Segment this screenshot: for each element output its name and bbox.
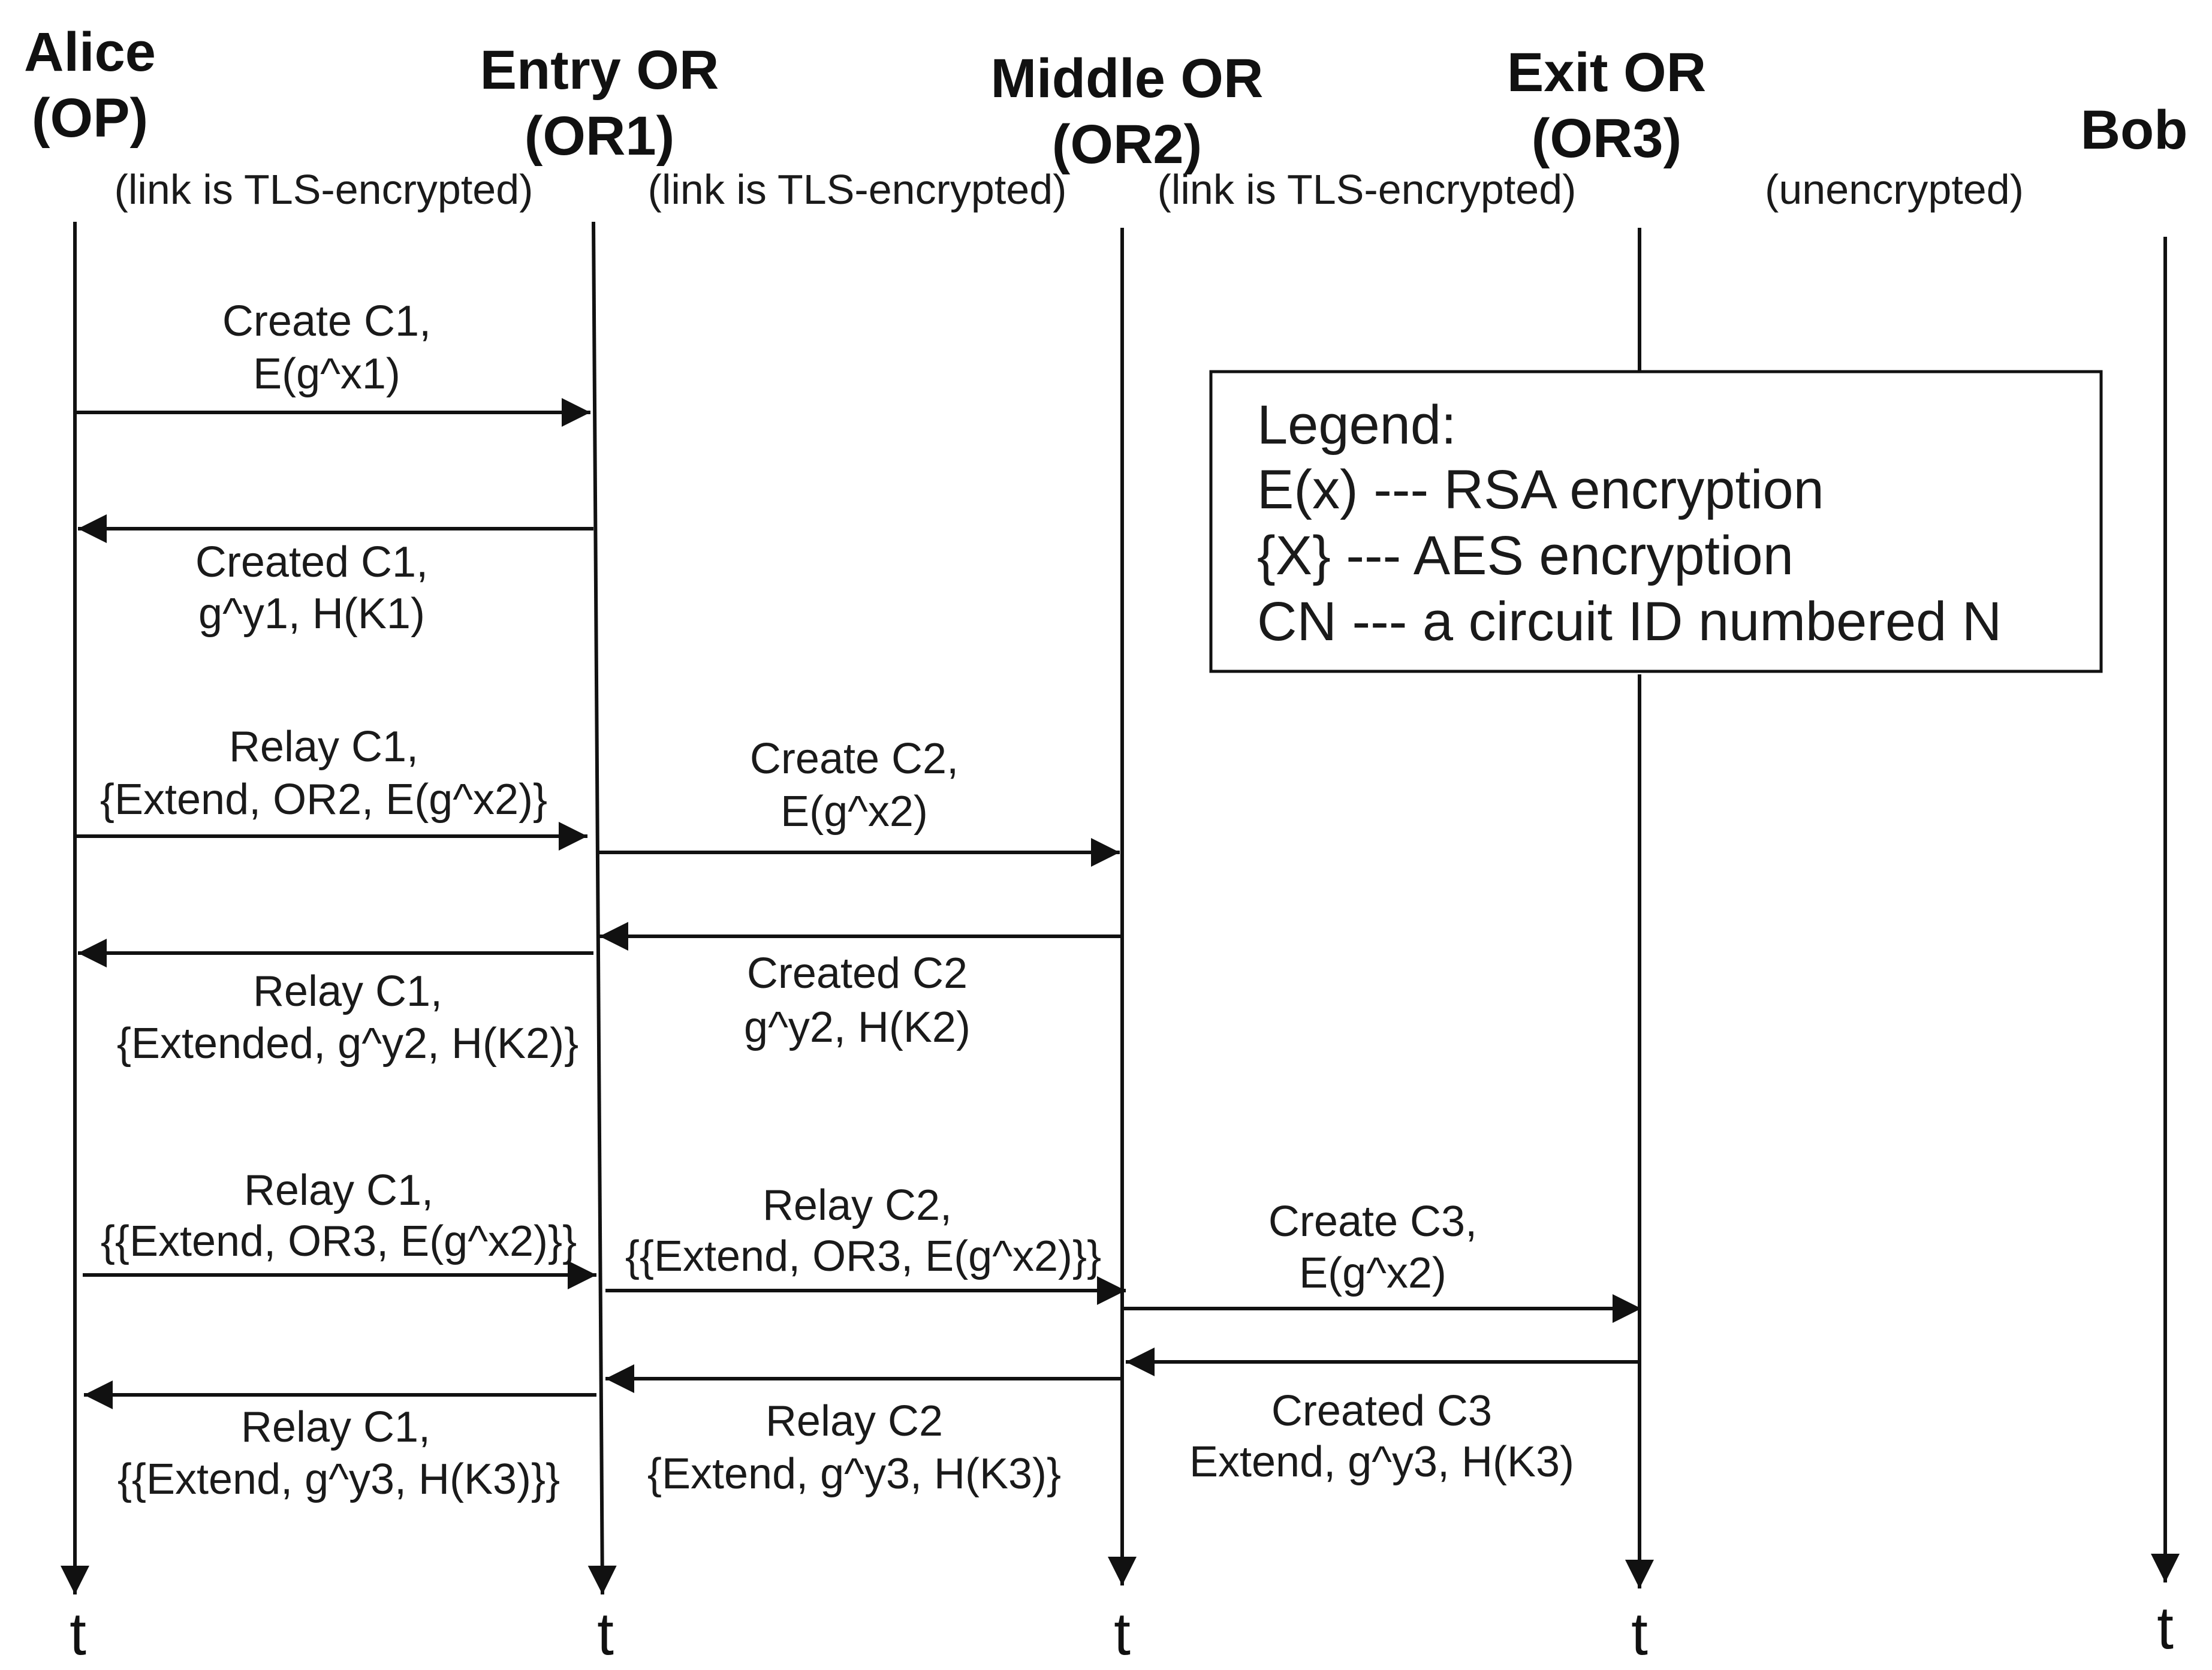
- participant-header-exit-or: Exit OR (OR3): [1507, 42, 1706, 169]
- message-label-line: Create C3,: [1268, 1198, 1477, 1246]
- participant-name-line: Exit OR: [1507, 42, 1706, 103]
- message-label-line: Create C1,: [222, 297, 431, 345]
- message-created-c1: Created C1, g^y1, H(K1): [78, 514, 593, 638]
- message-label-line: {{Extend, g^y3, H(K3)}}: [117, 1455, 560, 1503]
- time-label-exit-or: t: [1631, 1600, 1648, 1668]
- message-label-line: {{Extend, OR3, E(g^x2)}}: [625, 1232, 1101, 1280]
- message-label-line: Relay C1,: [241, 1403, 430, 1451]
- participant-name-line: (OP): [32, 88, 148, 149]
- link-note-alice-or1: (link is TLS-encrypted): [114, 166, 534, 213]
- message-label-line: Relay C1,: [229, 723, 418, 771]
- message-label-line: Relay C1,: [244, 1166, 433, 1214]
- time-label-alice: t: [70, 1600, 86, 1668]
- message-relay-c2-extend-or3: Relay C2, {{Extend, OR3, E(g^x2)}}: [605, 1181, 1126, 1305]
- message-created-c2: Created C2 g^y2, H(K2): [599, 922, 1122, 1051]
- time-label-middle-or: t: [1114, 1600, 1131, 1668]
- message-label-line: g^y2, H(K2): [744, 1003, 971, 1051]
- message-create-c3: Create C3, E(g^x2): [1124, 1198, 1641, 1323]
- link-note-or1-or2: (link is TLS-encrypted): [648, 166, 1067, 213]
- participant-name-line: (OR2): [1052, 114, 1202, 175]
- message-created-c3: Created C3 Extend, g^y3, H(K3): [1126, 1348, 1640, 1486]
- participant-name-line: Alice: [24, 22, 156, 83]
- legend-box: [1209, 370, 2103, 673]
- message-label-line: Relay C2: [766, 1397, 943, 1445]
- message-label-line: {Extend, g^y3, H(K3)}: [647, 1450, 1061, 1498]
- message-label-line: Created C1,: [195, 538, 428, 586]
- message-relay-c1-extended-final: Relay C1, {{Extend, g^y3, H(K3)}}: [84, 1380, 596, 1503]
- time-label-entry-or: t: [597, 1600, 614, 1668]
- message-label-line: Relay C1,: [253, 967, 442, 1015]
- participant-header-alice: Alice (OP): [24, 22, 156, 149]
- message-relay-c1-extend-or2: Relay C1, {Extend, OR2, E(g^x2)}: [75, 723, 587, 851]
- participant-header-middle-or: Middle OR (OR2): [991, 48, 1264, 175]
- message-create-c1: Create C1, E(g^x1): [75, 297, 590, 427]
- legend: Legend: E(x) --- RSA encryption {X} --- …: [1209, 370, 2103, 673]
- participant-header-entry-or: Entry OR (OR1): [480, 40, 719, 167]
- time-label-bob: t: [2157, 1594, 2174, 1662]
- message-label-line: Created C3: [1271, 1387, 1492, 1435]
- message-create-c2: Create C2, E(g^x2): [596, 735, 1120, 867]
- participant-name-line: (OR3): [1532, 108, 1681, 169]
- participant-name-line: Middle OR: [991, 48, 1264, 109]
- lifeline-entry-or: [587, 221, 617, 1595]
- message-relay-c1-extended: Relay C1, {Extended, g^y2, H(K2)}: [78, 939, 593, 1068]
- participant-name-line: Entry OR: [480, 40, 719, 101]
- message-label-line: E(g^x1): [253, 350, 400, 398]
- message-label-line: g^y1, H(K1): [198, 590, 425, 638]
- message-relay-c1-extend-or3: Relay C1, {{Extend, OR3, E(g^x2)}}: [83, 1166, 596, 1289]
- legend-entry: {X} --- AES encryption: [1257, 525, 1794, 586]
- legend-entry: CN --- a circuit ID numbered N: [1257, 591, 2002, 652]
- message-label-line: Created C2: [747, 949, 968, 997]
- message-relay-c2-extended: Relay C2 {Extend, g^y3, H(K3)}: [605, 1364, 1122, 1498]
- link-note-or2-or3: (link is TLS-encrypted): [1158, 166, 1577, 213]
- legend-entry: E(x) --- RSA encryption: [1257, 459, 1824, 520]
- participant-name-line: Bob: [2081, 100, 2188, 161]
- message-label-line: Extend, g^y3, H(K3): [1189, 1438, 1574, 1486]
- message-label-line: {Extend, OR2, E(g^x2)}: [100, 776, 547, 824]
- message-label-line: Relay C2,: [763, 1181, 952, 1229]
- participant-name-line: (OR1): [525, 105, 674, 167]
- message-label-line: {{Extend, OR3, E(g^x2)}}: [101, 1217, 577, 1265]
- message-label-line: {Extended, g^y2, H(K2)}: [117, 1020, 578, 1068]
- message-label-line: E(g^x2): [780, 788, 928, 836]
- participant-header-bob: Bob: [2081, 100, 2188, 161]
- link-note-or3-bob: (unencrypted): [1765, 166, 2024, 213]
- message-label-line: E(g^x2): [1299, 1249, 1446, 1297]
- message-label-line: Create C2,: [750, 735, 959, 783]
- legend-title: Legend:: [1257, 394, 1457, 456]
